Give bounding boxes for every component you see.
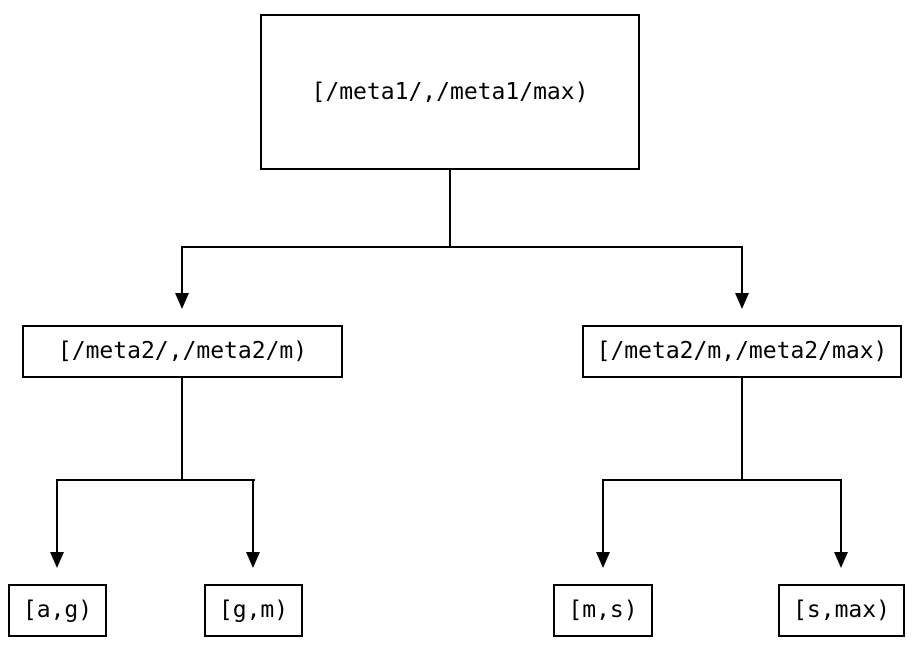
edge-meta2-low-stem bbox=[181, 378, 183, 481]
node-leaf-a-g: [a,g) bbox=[8, 584, 107, 637]
node-leaf-m-s: [m,s) bbox=[553, 584, 653, 637]
arrowhead-down-icon bbox=[834, 552, 848, 568]
node-meta2-low-interval: [/meta2/,/meta2/m) bbox=[22, 325, 343, 378]
edge-meta2-low-to-leaf-ag-drop bbox=[56, 479, 58, 552]
edge-root-to-meta2-high-drop bbox=[741, 246, 743, 293]
node-root-interval: [/meta1/,/meta1/max) bbox=[260, 14, 640, 170]
arrowhead-down-icon bbox=[50, 552, 64, 568]
edge-meta2-high-to-leaf-ms-drop bbox=[602, 479, 604, 552]
edge-meta2-low-fork-rail bbox=[56, 479, 255, 481]
edge-meta2-high-to-leaf-smax-drop bbox=[840, 479, 842, 552]
edge-root-stem bbox=[449, 170, 451, 248]
edge-meta2-high-fork-rail bbox=[602, 479, 842, 481]
arrowhead-down-icon bbox=[735, 293, 749, 309]
edge-meta2-high-stem bbox=[741, 378, 743, 481]
edge-root-fork-rail bbox=[181, 246, 743, 248]
arrowhead-down-icon bbox=[596, 552, 610, 568]
edge-meta2-low-to-leaf-gm-drop bbox=[252, 479, 254, 552]
node-leaf-g-m: [g,m) bbox=[204, 584, 303, 637]
node-meta2-high-interval: [/meta2/m,/meta2/max) bbox=[582, 325, 902, 378]
edge-root-to-meta2-low-drop bbox=[181, 246, 183, 293]
arrowhead-down-icon bbox=[175, 293, 189, 309]
node-leaf-s-max: [s,max) bbox=[778, 584, 905, 637]
arrowhead-down-icon bbox=[246, 552, 260, 568]
